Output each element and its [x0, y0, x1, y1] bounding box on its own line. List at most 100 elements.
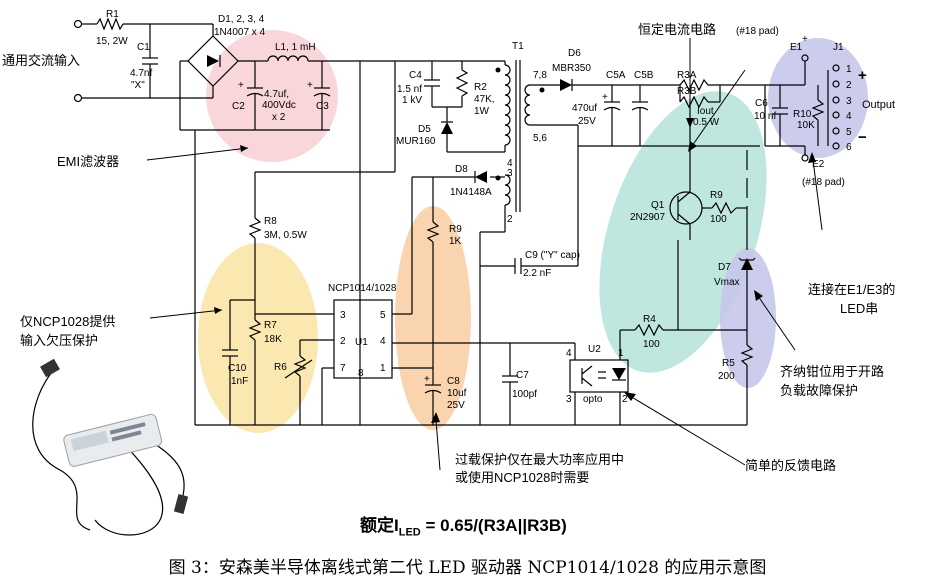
label-r4-value: 100 — [643, 339, 660, 350]
label-r9-cc: R9 — [710, 190, 723, 201]
ac-input-label: 通用交流输入 — [2, 53, 80, 68]
label-u2-value: opto — [583, 394, 603, 405]
emi-filter-label: EMI滤波器 — [57, 154, 119, 169]
label-d5: D5 — [418, 124, 431, 135]
cc-title: 恒定电流电路 — [638, 22, 716, 37]
led-note-line1: 连接在E1/E3的 — [808, 282, 895, 297]
output-label: Output — [862, 99, 895, 111]
label-q1: Q1 — [651, 200, 665, 211]
label-c8-plus: + — [424, 374, 430, 385]
zener-note-line2: 负载故障保护 — [780, 383, 858, 398]
label-c7: C7 — [516, 370, 529, 381]
label-c1-x: "X" — [131, 80, 145, 91]
label-d8: D8 — [455, 164, 468, 175]
u2-pin-1: 1 — [618, 348, 624, 359]
label-d7-value: Vmax — [714, 277, 740, 288]
label-r6: R6 — [274, 362, 287, 373]
led-note-line2: LED串 — [840, 301, 878, 316]
label-d8-value: 1N4148A — [450, 187, 492, 198]
u1-pin-7: 7 — [340, 363, 346, 374]
label-c8-value2: 25V — [447, 400, 465, 411]
figure-caption: 图 3：安森美半导体离线式第二代 LED 驱动器 NCP1014/1028 的应… — [168, 558, 767, 578]
label-r8: R8 — [264, 216, 277, 227]
label-c5-value2: 25V — [578, 116, 596, 127]
label-c9: C9 ("Y" cap) — [525, 250, 580, 261]
zener-note-line1: 齐纳钳位用于开路 — [780, 364, 884, 379]
label-r9-cc-value: 100 — [710, 214, 727, 225]
label-c3-plus: + — [307, 80, 313, 91]
j1-pin-5: 5 — [846, 127, 852, 138]
uvp-label-line1: 仅NCP1028提供 — [20, 314, 115, 329]
label-c23-value3: x 2 — [272, 112, 286, 123]
overload-note-line2: 或使用NCP1028时需要 — [455, 470, 589, 485]
j1-pin-6: 6 — [846, 142, 852, 153]
label-e2: E2 — [812, 159, 825, 170]
u1-pin-8: 8 — [358, 368, 364, 379]
label-c1: C1 — [137, 42, 150, 53]
label-r1-value: 15, 2W — [96, 36, 128, 47]
formula-expression: = 0.65/(R3A||R3B) — [420, 516, 567, 535]
output-plus: + — [858, 67, 867, 84]
label-r3-value2: 0.5 W — [693, 117, 720, 128]
label-j1: J1 — [833, 42, 844, 53]
label-t1: T1 — [512, 41, 524, 52]
label-c1-value: 4.7nf — [130, 68, 152, 79]
label-d7: D7 — [718, 262, 731, 273]
label-u1: U1 — [355, 337, 368, 348]
label-r3b: R3B — [677, 86, 697, 97]
label-c4-value1: 1.5 nf — [397, 84, 422, 95]
label-c7-value: 100pf — [512, 389, 537, 400]
label-d1: D1, 2, 3, 4 — [218, 14, 265, 25]
label-r10: R10 — [793, 109, 812, 120]
label-r2-value2: 1W — [474, 106, 490, 117]
j1-pin-4: 4 — [846, 111, 852, 122]
j1-pin-numbers: 1 2 3 4 5 6 — [846, 64, 852, 153]
feedback-label: 简单的反馈电路 — [745, 458, 836, 473]
led-driver-product-photo — [32, 358, 189, 536]
u2-pin-numbers: 4 1 3 2 — [566, 348, 628, 405]
u2-pin-4: 4 — [566, 348, 572, 359]
t1-pin-3: 3 — [507, 168, 513, 179]
u1-pin-1: 1 — [380, 363, 386, 374]
connector-j1-pins — [832, 64, 840, 150]
uvp-highlight — [198, 243, 318, 433]
label-c8: C8 — [447, 376, 460, 387]
label-d6: D6 — [568, 48, 581, 59]
label-r7-value: 18K — [264, 334, 282, 345]
label-u2: U2 — [588, 344, 601, 355]
label-c5a: C5A — [606, 70, 626, 81]
e2-pad-note: (#18 pad) — [802, 177, 845, 188]
label-c4-value2: 1 kV — [402, 95, 422, 106]
label-c5-value1: 470uf — [572, 103, 597, 114]
label-c3: C3 — [316, 101, 329, 112]
label-r5: R5 — [722, 358, 735, 369]
label-r1: R1 — [106, 9, 119, 20]
label-d1-value: 1N4007 x 4 — [214, 27, 266, 38]
label-l1: L1, 1 mH — [275, 42, 316, 53]
t1-pin-2: 2 — [507, 214, 513, 225]
label-c2-plus: + — [238, 80, 244, 91]
label-d6-value: MBR350 — [552, 63, 591, 74]
label-c2: C2 — [232, 101, 245, 112]
rated-current-formula: 额定ILED = 0.65/(R3A||R3B) — [360, 511, 567, 538]
u1-pin-2: 2 — [340, 336, 346, 347]
label-r3a: R3A — [677, 70, 697, 81]
label-c23-value2: 400Vdc — [262, 100, 296, 111]
uvp-label-line2: 输入欠压保护 — [20, 333, 98, 348]
label-r2-value1: 47K, — [474, 94, 495, 105]
t1-pin-numbers: 7,8 5,6 4 3 2 — [507, 70, 547, 225]
label-c9-value: 2.2 nF — [523, 268, 551, 279]
u2-pin-3: 3 — [566, 394, 572, 405]
t1-pin-78: 7,8 — [533, 70, 547, 81]
label-c8-value1: 10uf — [447, 388, 467, 399]
label-e1: E1 — [790, 42, 803, 53]
t1-pin-56: 5,6 — [533, 133, 547, 144]
label-r3-value1: Iout — [697, 106, 714, 117]
label-e1-plus: + — [802, 34, 808, 45]
j1-pin-3: 3 — [846, 96, 852, 107]
j1-pin-1: 1 — [846, 64, 852, 75]
label-r9-aux: R9 — [449, 224, 462, 235]
formula-subscript: LED — [398, 526, 421, 539]
label-c4: C4 — [409, 70, 422, 81]
